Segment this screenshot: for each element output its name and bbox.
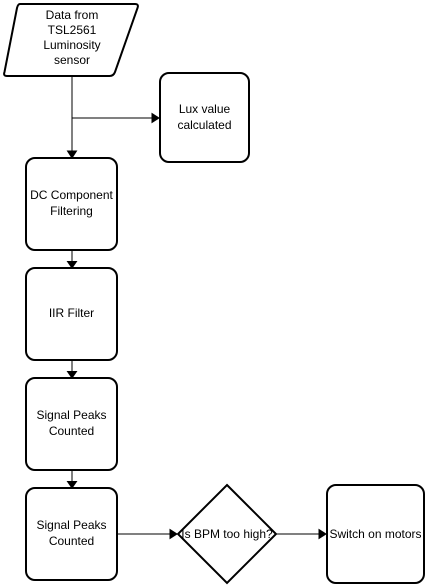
rounded-rect-shape [25,377,118,471]
arrowhead-iir-filter [66,261,78,269]
node-dc-filter-line-1: DC Component [30,188,113,202]
diamond-shape [176,483,278,585]
arrowhead-motors [318,528,327,540]
node-motors-line-1: Switch on motors [329,527,421,541]
node-lux-value-line-2: calculated [177,118,231,132]
node-data-source-line-2: TSL2561 [48,23,97,37]
rounded-rect-shape [159,72,250,163]
arrowhead-peaks-2 [66,481,78,489]
node-data-source: Data from TSL2561 Luminosity sensor [3,3,139,77]
node-data-source-line-3: Luminosity [43,38,100,52]
arrowhead-lux-value [151,112,160,124]
node-data-source-line-1: Data from [46,8,99,22]
node-motors: Switch on motors [326,484,425,584]
node-signal-peaks-2-line-1: Signal Peaks [36,518,106,532]
rounded-rect-shape [25,487,118,581]
arrowhead-dc-filter [66,150,78,159]
rounded-rect-shape [25,267,118,361]
node-lux-value-line-1: Lux value [179,102,231,116]
node-signal-peaks-1-line-1: Signal Peaks [36,408,106,422]
node-signal-peaks-1: Signal Peaks Counted [25,377,118,471]
rounded-rect-shape [326,484,425,584]
node-lux-value: Lux value calculated [159,72,250,163]
node-dc-filter-line-2: Filtering [50,204,93,218]
node-signal-peaks-1-line-2: Counted [49,424,94,438]
node-signal-peaks-2: Signal Peaks Counted [25,487,118,581]
node-bpm-decision-line-1: Is BPM too high? [181,527,273,541]
node-signal-peaks-2-line-2: Counted [49,534,94,548]
node-dc-filter: DC Component Filtering [25,157,118,251]
rounded-rect-shape [25,157,118,251]
node-data-source-line-4: sensor [54,53,90,67]
parallelogram-shape [3,3,139,77]
arrowhead-peaks-1 [66,371,78,379]
node-iir-filter-line-1: IIR Filter [49,306,94,320]
node-bpm-decision: Is BPM too high? [176,483,278,585]
arrowhead-decision [169,528,178,540]
node-iir-filter: IIR Filter [25,267,118,361]
